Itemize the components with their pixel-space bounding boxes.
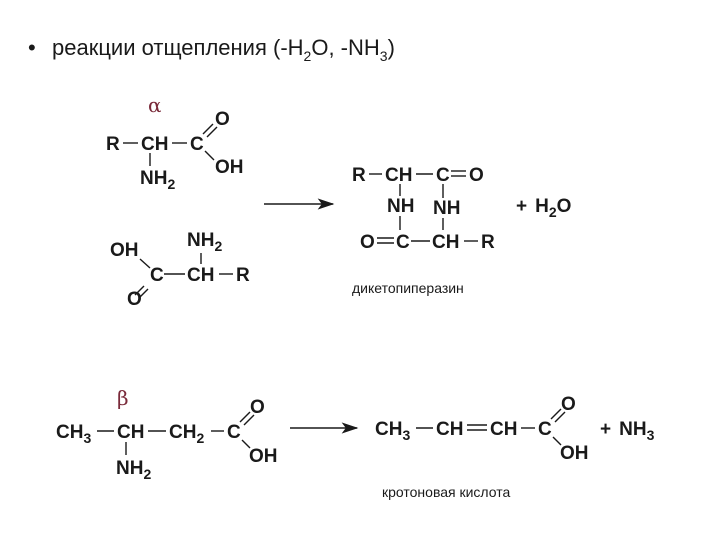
- alpha-product: R CH C O NH NH O C CH R +H2O дикетопипер…: [352, 165, 571, 296]
- alpha-reactant-1: R CH C O OH NH2: [106, 109, 244, 192]
- atom-oh: OH: [249, 446, 278, 467]
- bond: [204, 150, 215, 161]
- bond: [139, 258, 151, 269]
- atom-r: R: [236, 265, 250, 286]
- atom-ch: CH: [436, 419, 463, 440]
- beta-product: CH3 CH CH C O OH +NH3 кротоновая кислота: [375, 394, 655, 500]
- double-bond: [202, 123, 214, 135]
- bond: [241, 439, 251, 449]
- byproduct-h2o: +H2O: [516, 196, 571, 220]
- atom-nh: NH: [387, 196, 414, 217]
- atom-ch: CH: [141, 134, 168, 155]
- atom-ch: CH: [385, 165, 412, 186]
- atom-c: C: [436, 165, 450, 186]
- title-text: реакции отщепления (-H2O, -NH3): [52, 35, 395, 64]
- atom-nh2: NH2: [187, 230, 222, 254]
- atom-oh: OH: [110, 240, 139, 261]
- alpha-label: α: [148, 93, 162, 117]
- bond: [552, 436, 562, 446]
- atom-ch: CH: [117, 422, 144, 443]
- atom-o: O: [360, 232, 375, 253]
- atom-oh: OH: [560, 443, 589, 464]
- atom-c: C: [150, 265, 164, 286]
- double-bond: [243, 414, 255, 426]
- atom-ch2: CH2: [169, 422, 204, 446]
- atom-ch: CH: [490, 419, 517, 440]
- title-bullet: •: [28, 35, 36, 60]
- atom-r: R: [106, 134, 120, 155]
- caption-crotonic-acid: кротоновая кислота: [382, 484, 510, 500]
- atom-nh2: NH2: [140, 168, 175, 192]
- atom-ch3: CH3: [56, 422, 91, 446]
- atom-oh: OH: [215, 157, 244, 178]
- atom-ch: CH: [187, 265, 214, 286]
- beta-label: β: [117, 386, 129, 410]
- double-bond: [138, 288, 149, 299]
- atom-ch3: CH3: [375, 419, 410, 443]
- atom-c: C: [190, 134, 204, 155]
- byproduct-nh3: +NH3: [600, 419, 655, 443]
- double-bond: [554, 411, 566, 423]
- atom-r: R: [352, 165, 366, 186]
- atom-ch: CH: [432, 232, 459, 253]
- atom-c: C: [538, 419, 552, 440]
- double-bond: [239, 411, 251, 423]
- slide-title: • реакции отщепления (-H2O, -NH3): [28, 35, 395, 64]
- atom-o: O: [561, 394, 576, 415]
- atom-o: O: [127, 289, 142, 310]
- double-bond: [134, 285, 145, 296]
- atom-nh2: NH2: [116, 458, 151, 482]
- double-bond: [206, 126, 218, 138]
- atom-o: O: [469, 165, 484, 186]
- atom-o: O: [215, 109, 230, 130]
- atom-c: C: [227, 422, 241, 443]
- atom-c: C: [396, 232, 410, 253]
- alpha-reactant-2: NH2 OH C CH R O: [110, 230, 250, 310]
- double-bond: [550, 408, 562, 420]
- beta-reactant: CH3 CH CH2 C O OH NH2: [56, 397, 278, 482]
- atom-r: R: [481, 232, 495, 253]
- caption-diketopiperazine: дикетопиперазин: [352, 280, 464, 296]
- atom-nh: NH: [433, 198, 460, 219]
- atom-o: O: [250, 397, 265, 418]
